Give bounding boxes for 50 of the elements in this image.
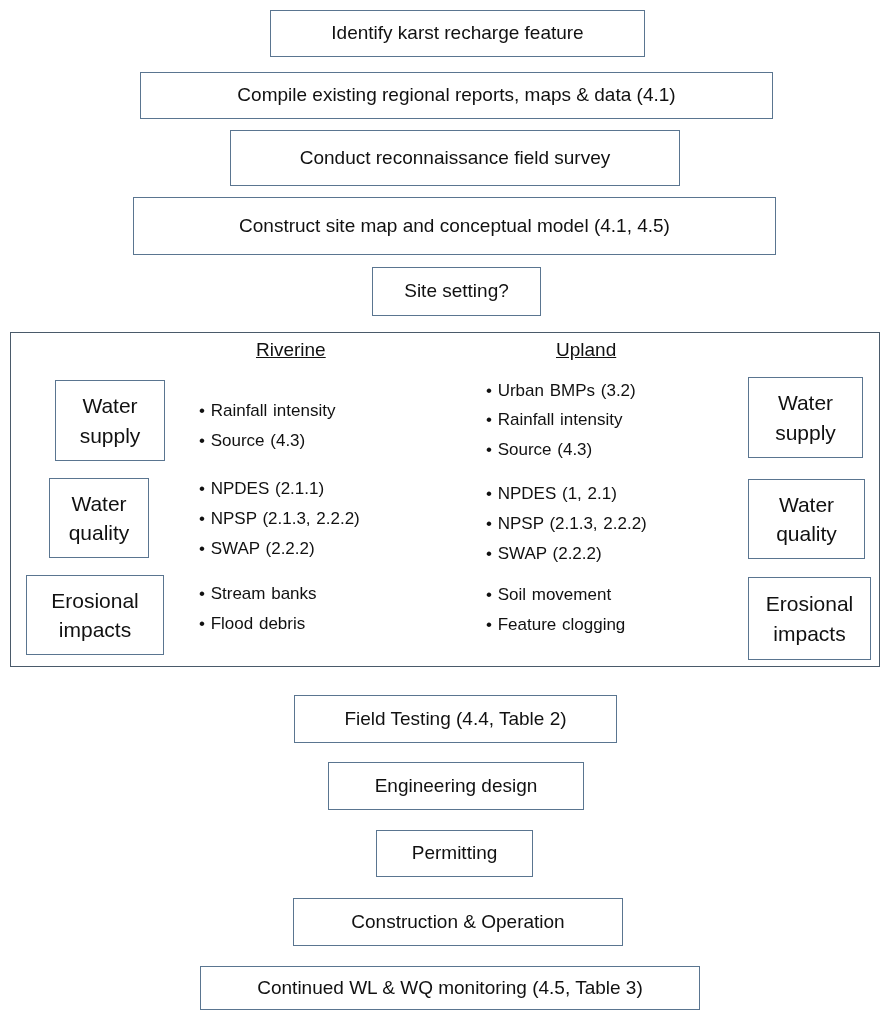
bullet-item: • Source (4.3) [199,431,306,451]
process-box [49,478,149,558]
box-label: Conduct reconnaissance field survey [299,146,611,170]
group-box [10,332,880,667]
process-box [376,830,533,877]
box-label: Water supply [78,393,142,449]
box-label: Site setting? [404,280,509,303]
box-label: Water supply [774,390,837,446]
bullet-item: • Soil movement [486,585,612,605]
process-box [55,380,165,461]
process-box [748,377,863,458]
box-label: Construct site map and conceptual model (4.1, 4.5) [239,214,670,238]
box-label: Permitting [411,842,498,865]
process-box [270,10,645,57]
process-box [200,966,700,1010]
bullet-item: • NPDES (1, 2.1) [486,484,617,504]
process-box [748,479,865,559]
process-box [372,267,541,316]
box-label: Identify karst recharge feature [331,22,584,45]
process-box [293,898,623,946]
bullet-item: • Rainfall intensity [199,401,336,421]
bullet-item: • Rainfall intensity [486,410,623,430]
process-box [294,695,617,743]
process-box [230,130,680,186]
box-label: Compile existing regional reports, maps & data (4.1) [237,84,676,107]
bullet-item: • SWAP (2.2.2) [486,544,602,564]
bullet-item: • Urban BMPs (3.2) [486,381,636,401]
bullet-item: • SWAP (2.2.2) [199,539,315,559]
process-box [140,72,773,119]
bullet-item: • NPSP (2.1.3, 2.2.2) [486,514,647,534]
bullet-item: • Source (4.3) [486,440,593,460]
box-label: Field Testing (4.4, Table 2) [344,707,567,731]
box-label: Engineering design [374,774,538,798]
box-label: Continued WL & WQ monitoring (4.5, Table 3) [257,976,643,1000]
process-box [328,762,584,810]
process-box [26,575,164,655]
process-box [133,197,776,255]
box-label: Construction & Operation [351,910,565,934]
bullet-item: • NPDES (2.1.1) [199,479,325,499]
bullet-item: • Stream banks [199,584,317,604]
box-label: Water quality [67,490,131,546]
box-label: Water quality [775,491,838,547]
box-label: Erosional impacts [764,591,855,647]
process-box [748,577,871,660]
bullet-item: • NPSP (2.1.3, 2.2.2) [199,509,360,529]
box-label: Erosional impacts [50,587,140,643]
bullet-item: • Flood debris [199,614,306,634]
column-heading: Riverine [256,339,326,361]
column-heading: Upland [556,339,617,361]
bullet-item: • Feature clogging [486,615,626,635]
